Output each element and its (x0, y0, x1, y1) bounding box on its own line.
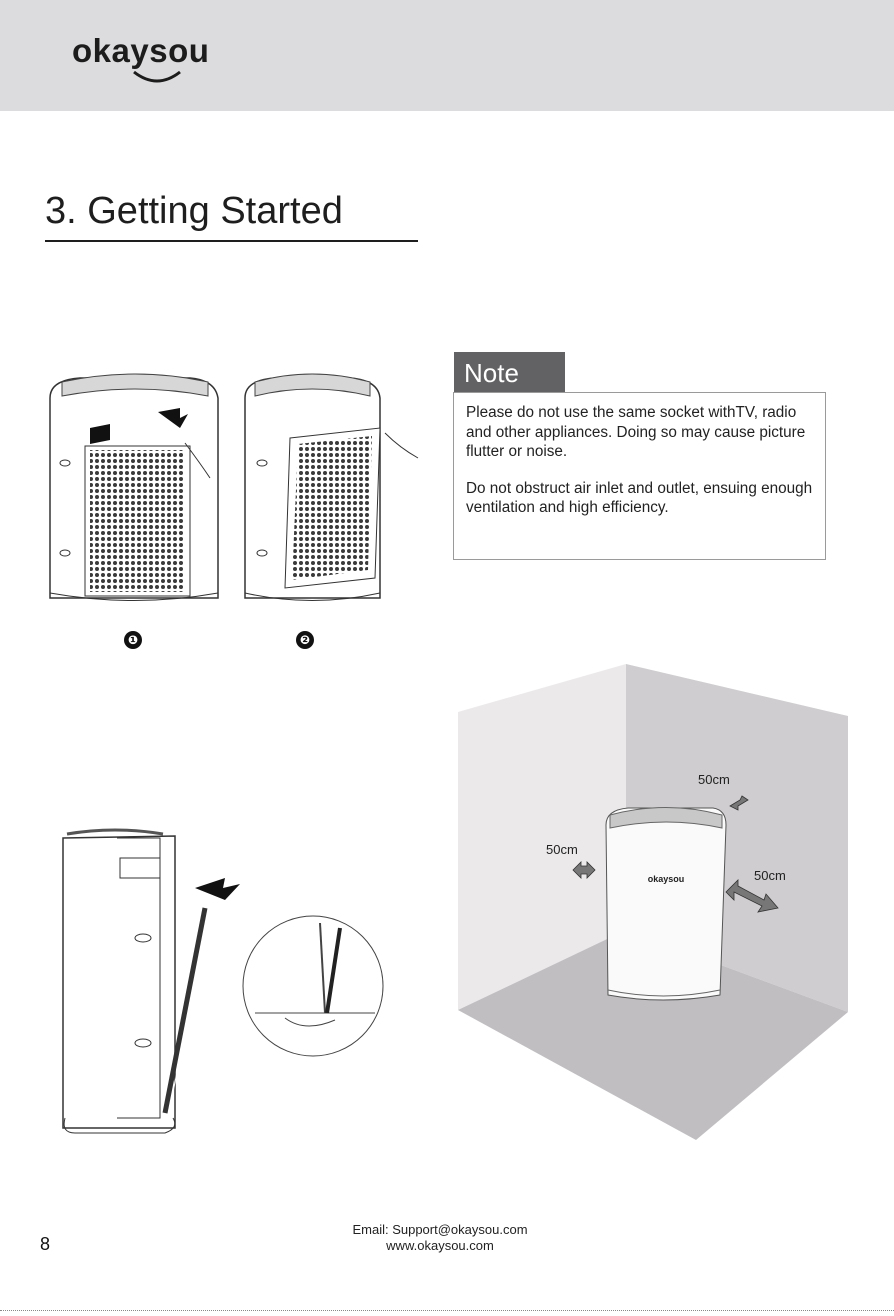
title-underline (45, 240, 418, 242)
support-email: Email: Support@okaysou.com (352, 1222, 528, 1237)
logo-smile-icon (133, 70, 181, 83)
website-link: www.okaysou.com (386, 1238, 494, 1253)
note-paragraph-2: Do not obstruct air inlet and outlet, en… (466, 479, 813, 517)
back-clearance-arrow-icon (729, 795, 749, 811)
section-title: 3. Getting Started (45, 190, 343, 232)
right-clearance-arrow-icon (725, 879, 779, 913)
left-clearance-arrow-icon (572, 861, 596, 879)
purifier-step1-drawing (49, 373, 219, 601)
left-clearance-label: 50cm (546, 842, 578, 857)
back-clearance-label: 50cm (698, 772, 730, 787)
purifier-brand-label: okaysou (648, 874, 685, 884)
left-wall (458, 664, 626, 1010)
step-1-marker: ❶ (124, 631, 142, 649)
floor (458, 930, 848, 1140)
brand-logo: okaysou (72, 32, 232, 92)
note-heading: Note (454, 352, 565, 392)
page-header: okaysou (0, 0, 894, 111)
note-box: Please do not use the same socket withTV… (453, 392, 826, 560)
room-clearance-illustration: okaysou 50cm 50cm 50cm (458, 664, 848, 1140)
footer-contact: Email: Support@okaysou.com www.okaysou.c… (340, 1222, 540, 1254)
page-bottom-border (0, 1310, 894, 1313)
step-2-marker: ❷ (296, 631, 314, 649)
page-number: 8 (40, 1234, 51, 1254)
right-clearance-label: 50cm (754, 868, 786, 883)
brand-name: okaysou (72, 32, 210, 69)
purifier-room-drawing (605, 807, 727, 1001)
purifier-step2-drawing (244, 373, 419, 601)
side-view-illustration (62, 828, 384, 1134)
filter-install-illustration (49, 373, 419, 601)
note-paragraph-1: Please do not use the same socket withTV… (466, 404, 806, 460)
